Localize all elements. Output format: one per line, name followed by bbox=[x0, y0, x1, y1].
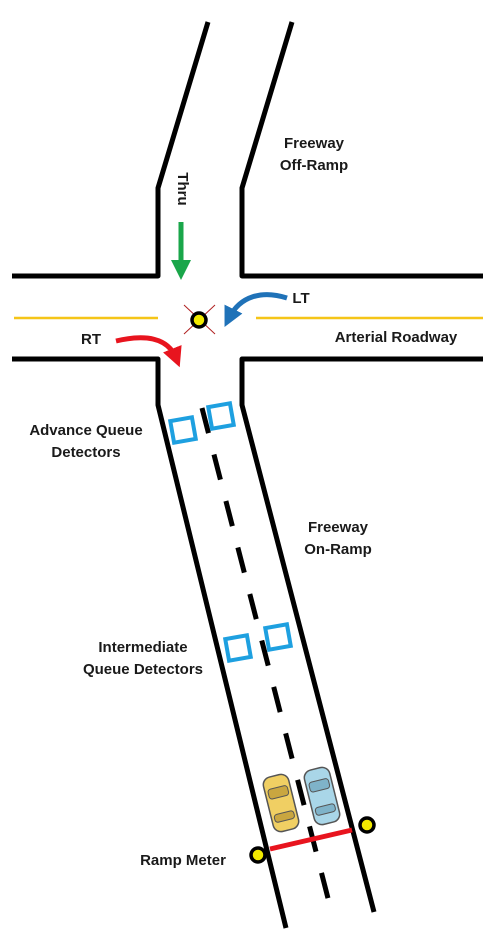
onramp-label-line2: On-Ramp bbox=[304, 541, 372, 558]
intermediate-queue-label-line1: Intermediate bbox=[98, 639, 188, 656]
lt-arrow bbox=[224, 292, 288, 327]
ramp-meter-bar bbox=[269, 827, 353, 852]
advance-queue-detectors bbox=[167, 400, 237, 446]
detector-loop bbox=[205, 400, 237, 432]
offramp-label: Freeway Off-Ramp bbox=[264, 133, 364, 177]
offramp-label-line1: Freeway bbox=[283, 135, 345, 152]
advance-queue-label-line2: Detectors bbox=[51, 444, 121, 461]
thru-label: Thru bbox=[174, 172, 191, 206]
car-icon bbox=[303, 766, 341, 826]
onramp-label: Freeway On-Ramp bbox=[288, 517, 388, 561]
detector-loop bbox=[222, 632, 254, 664]
ramp-meter-label: Ramp Meter bbox=[140, 852, 226, 869]
offramp-left-edge bbox=[12, 21, 211, 279]
onramp-lane-line bbox=[199, 407, 333, 907]
advance-queue-label: Advance Queue Detectors bbox=[16, 420, 156, 464]
onramp-label-line1: Freeway bbox=[307, 519, 369, 536]
rt-arrow bbox=[115, 335, 182, 368]
traffic-signal-icon bbox=[183, 304, 216, 335]
car-icon bbox=[262, 773, 300, 833]
offramp-label-line2: Off-Ramp bbox=[279, 157, 349, 174]
offramp-right-edge bbox=[239, 21, 483, 279]
lt-label: LT bbox=[292, 290, 310, 307]
rt-label: RT bbox=[81, 331, 101, 348]
detector-loop bbox=[167, 414, 199, 446]
detector-loop bbox=[262, 621, 294, 653]
onramp-left-edge bbox=[12, 356, 289, 929]
onramp-right-edge bbox=[239, 356, 483, 913]
intermediate-queue-detectors bbox=[222, 621, 294, 664]
intermediate-queue-label: Intermediate Queue Detectors bbox=[68, 637, 218, 681]
intermediate-queue-label-line2: Queue Detectors bbox=[82, 661, 204, 678]
ramp-meter-signal-icon bbox=[249, 846, 267, 864]
advance-queue-label-line1: Advance Queue bbox=[29, 422, 143, 439]
ramp-meter-signal-icon bbox=[358, 816, 376, 834]
arterial-label: Arterial Roadway bbox=[334, 329, 458, 346]
